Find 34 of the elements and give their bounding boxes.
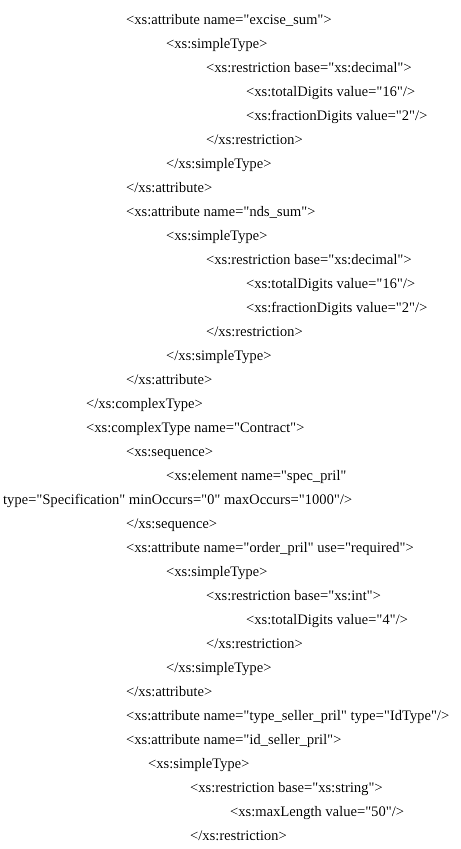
code-line: <xs:restriction base="xs:int"> [206,587,381,606]
code-line: </xs:restriction> [206,635,303,654]
code-line: </xs:simpleType> [166,659,272,678]
code-line: <xs:fractionDigits value="2"/> [246,107,428,126]
code-line: <xs:simpleType> [166,563,268,582]
code-line: </xs:simpleType> [166,155,272,174]
code-line: <xs:attribute name="excise_sum"> [126,11,332,30]
code-line: </xs:complexType> [86,395,203,414]
code-line: <xs:totalDigits value="16"/> [246,275,416,294]
code-line: <xs:restriction base="xs:decimal"> [206,59,412,78]
code-line: <xs:attribute name="order_pril" use="required"> [126,539,414,558]
code-line: <xs:attribute name="nds_sum"> [126,203,316,222]
code-line: <xs:simpleType> [166,35,268,54]
code-line: </xs:restriction> [206,323,303,342]
code-line: </xs:simpleType> [166,347,272,366]
code-line: <xs:totalDigits value="4"/> [246,611,408,630]
code-line: </xs:restriction> [206,131,303,150]
code-line: <xs:sequence> [126,443,213,462]
code-line: <xs:restriction base="xs:decimal"> [206,251,412,270]
code-line: <xs:fractionDigits value="2"/> [246,299,428,318]
code-line: <xs:element name="spec_pril" type="Specification" minOccurs="0" maxOccurs="1000"/> [3,467,354,510]
code-line: <xs:simpleType> [148,755,250,774]
code-line: </xs:sequence> [126,515,218,534]
code-line: <xs:attribute name="id_seller_pril"> [126,731,342,750]
code-line: <xs:simpleType> [166,227,268,246]
code-line: </xs:attribute> [126,179,212,198]
code-line: <xs:maxLength value="50"/> [230,803,404,822]
code-line: </xs:attribute> [126,683,212,702]
code-line: <xs:attribute name="type_seller_pril" type="IdType"/> [126,707,450,726]
code-line: <xs:totalDigits value="16"/> [246,83,416,102]
code-line: </xs:attribute> [126,371,212,390]
code-line: </xs:restriction> [190,827,287,846]
code-line: <xs:complexType name="Contract"> [86,419,304,438]
code-line: <xs:restriction base="xs:string"> [190,779,383,798]
